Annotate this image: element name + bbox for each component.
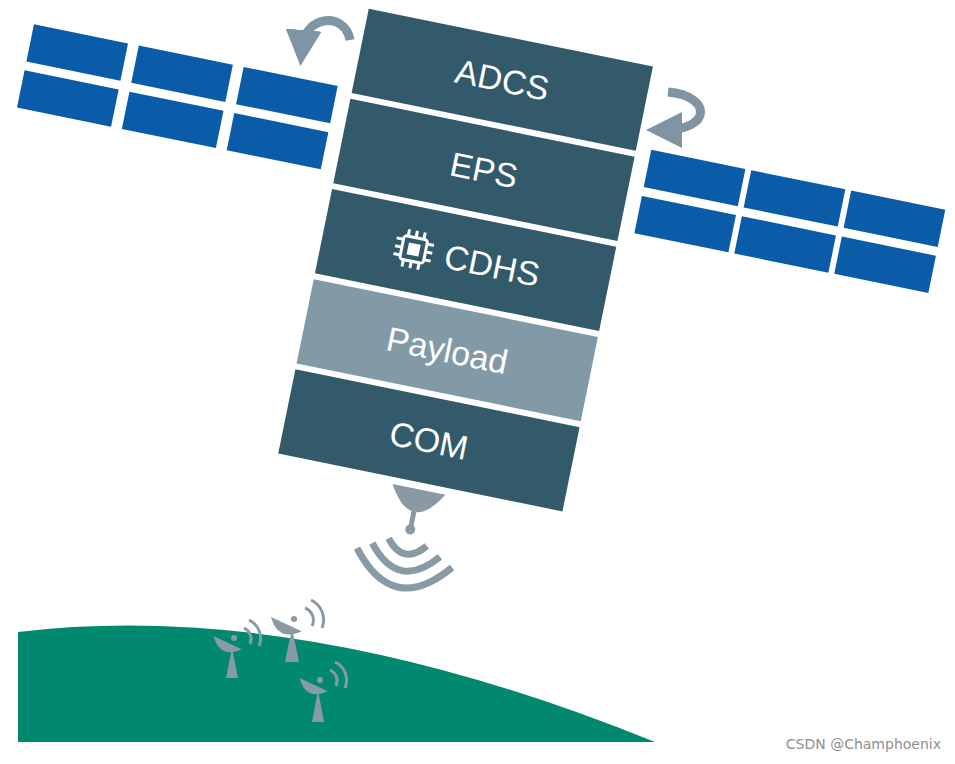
chip-icon <box>388 224 440 276</box>
earth-ground <box>18 626 655 742</box>
subsystem-label: ADCS <box>452 51 552 108</box>
solar-panel <box>17 24 338 169</box>
satellite-body: ADCS EPS CDHS PayloadCOM <box>277 9 653 518</box>
subsystem-label: EPS <box>447 144 521 196</box>
solar-panel <box>634 150 945 293</box>
subsystem-label: COM <box>386 413 472 467</box>
rotation-arrow <box>302 21 350 48</box>
dish-antenna <box>351 480 466 597</box>
watermark: CSDN @Champhoenix <box>786 736 941 752</box>
rotation-arrow <box>664 92 701 130</box>
subsystem-label: Payload <box>383 319 511 382</box>
ground-stations <box>213 600 346 722</box>
subsystem-label: CDHS <box>441 237 543 294</box>
